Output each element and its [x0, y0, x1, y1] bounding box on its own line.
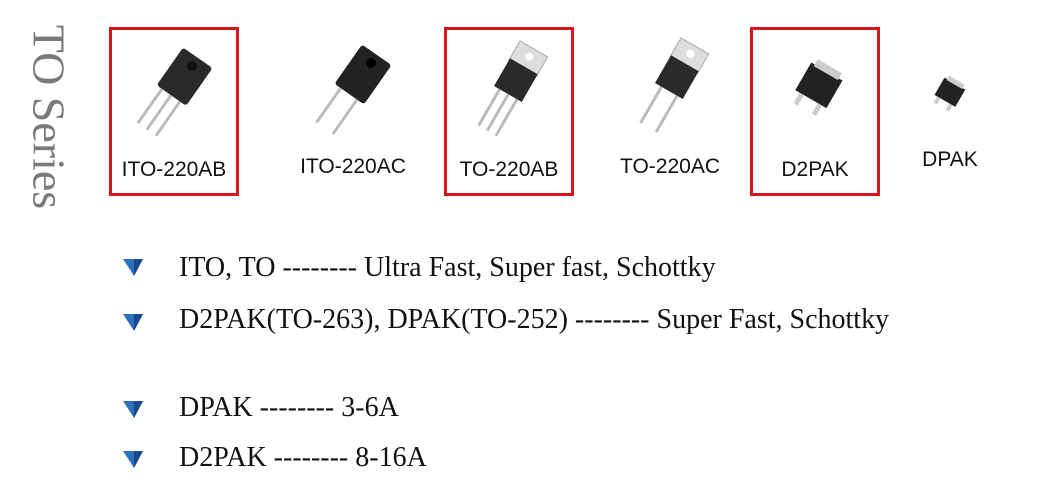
- package-label: TO-220AC: [620, 155, 720, 178]
- transistor-ito-220-icon: [136, 48, 212, 137]
- bullet-arrow-icon: [123, 401, 143, 418]
- bullet-arrow-icon: [123, 451, 143, 468]
- package-label: ITO-220AB: [121, 158, 227, 181]
- package-ito-220ab: ITO-220AB: [109, 27, 239, 196]
- transistor-to-220-icon: [639, 37, 710, 133]
- package-to-220ab: TO-220AB: [444, 27, 574, 196]
- bullet-text: D2PAK -------- 8-16A: [179, 442, 427, 473]
- bullet-text: ITO, TO -------- Ultra Fast, Super fast,…: [179, 252, 716, 283]
- package-label: DPAK: [922, 148, 978, 171]
- transistor-d2pak-icon: [793, 59, 843, 117]
- package-d2pak: D2PAK: [750, 27, 880, 196]
- bullet-text: DPAK -------- 3-6A: [179, 392, 399, 423]
- package-label: D2PAK: [781, 158, 849, 181]
- package-label: ITO-220AC: [300, 155, 406, 178]
- transistor-to-220-icon: [477, 40, 549, 137]
- bullet-arrow-icon: [123, 259, 143, 276]
- bullet-text: D2PAK(TO-263), DPAK(TO-252) -------- Sup…: [179, 304, 890, 335]
- transistor-ito-220-icon: [315, 45, 391, 135]
- package-to-220ac: TO-220AC: [605, 27, 735, 196]
- bullet-arrow-icon: [123, 314, 143, 331]
- package-ito-220ac: ITO-220AC: [288, 27, 418, 196]
- package-label: TO-220AB: [459, 158, 559, 181]
- transistor-dpak-icon: [933, 75, 966, 112]
- section-title: TO Series: [23, 24, 75, 210]
- package-dpak: DPAK: [885, 20, 1015, 189]
